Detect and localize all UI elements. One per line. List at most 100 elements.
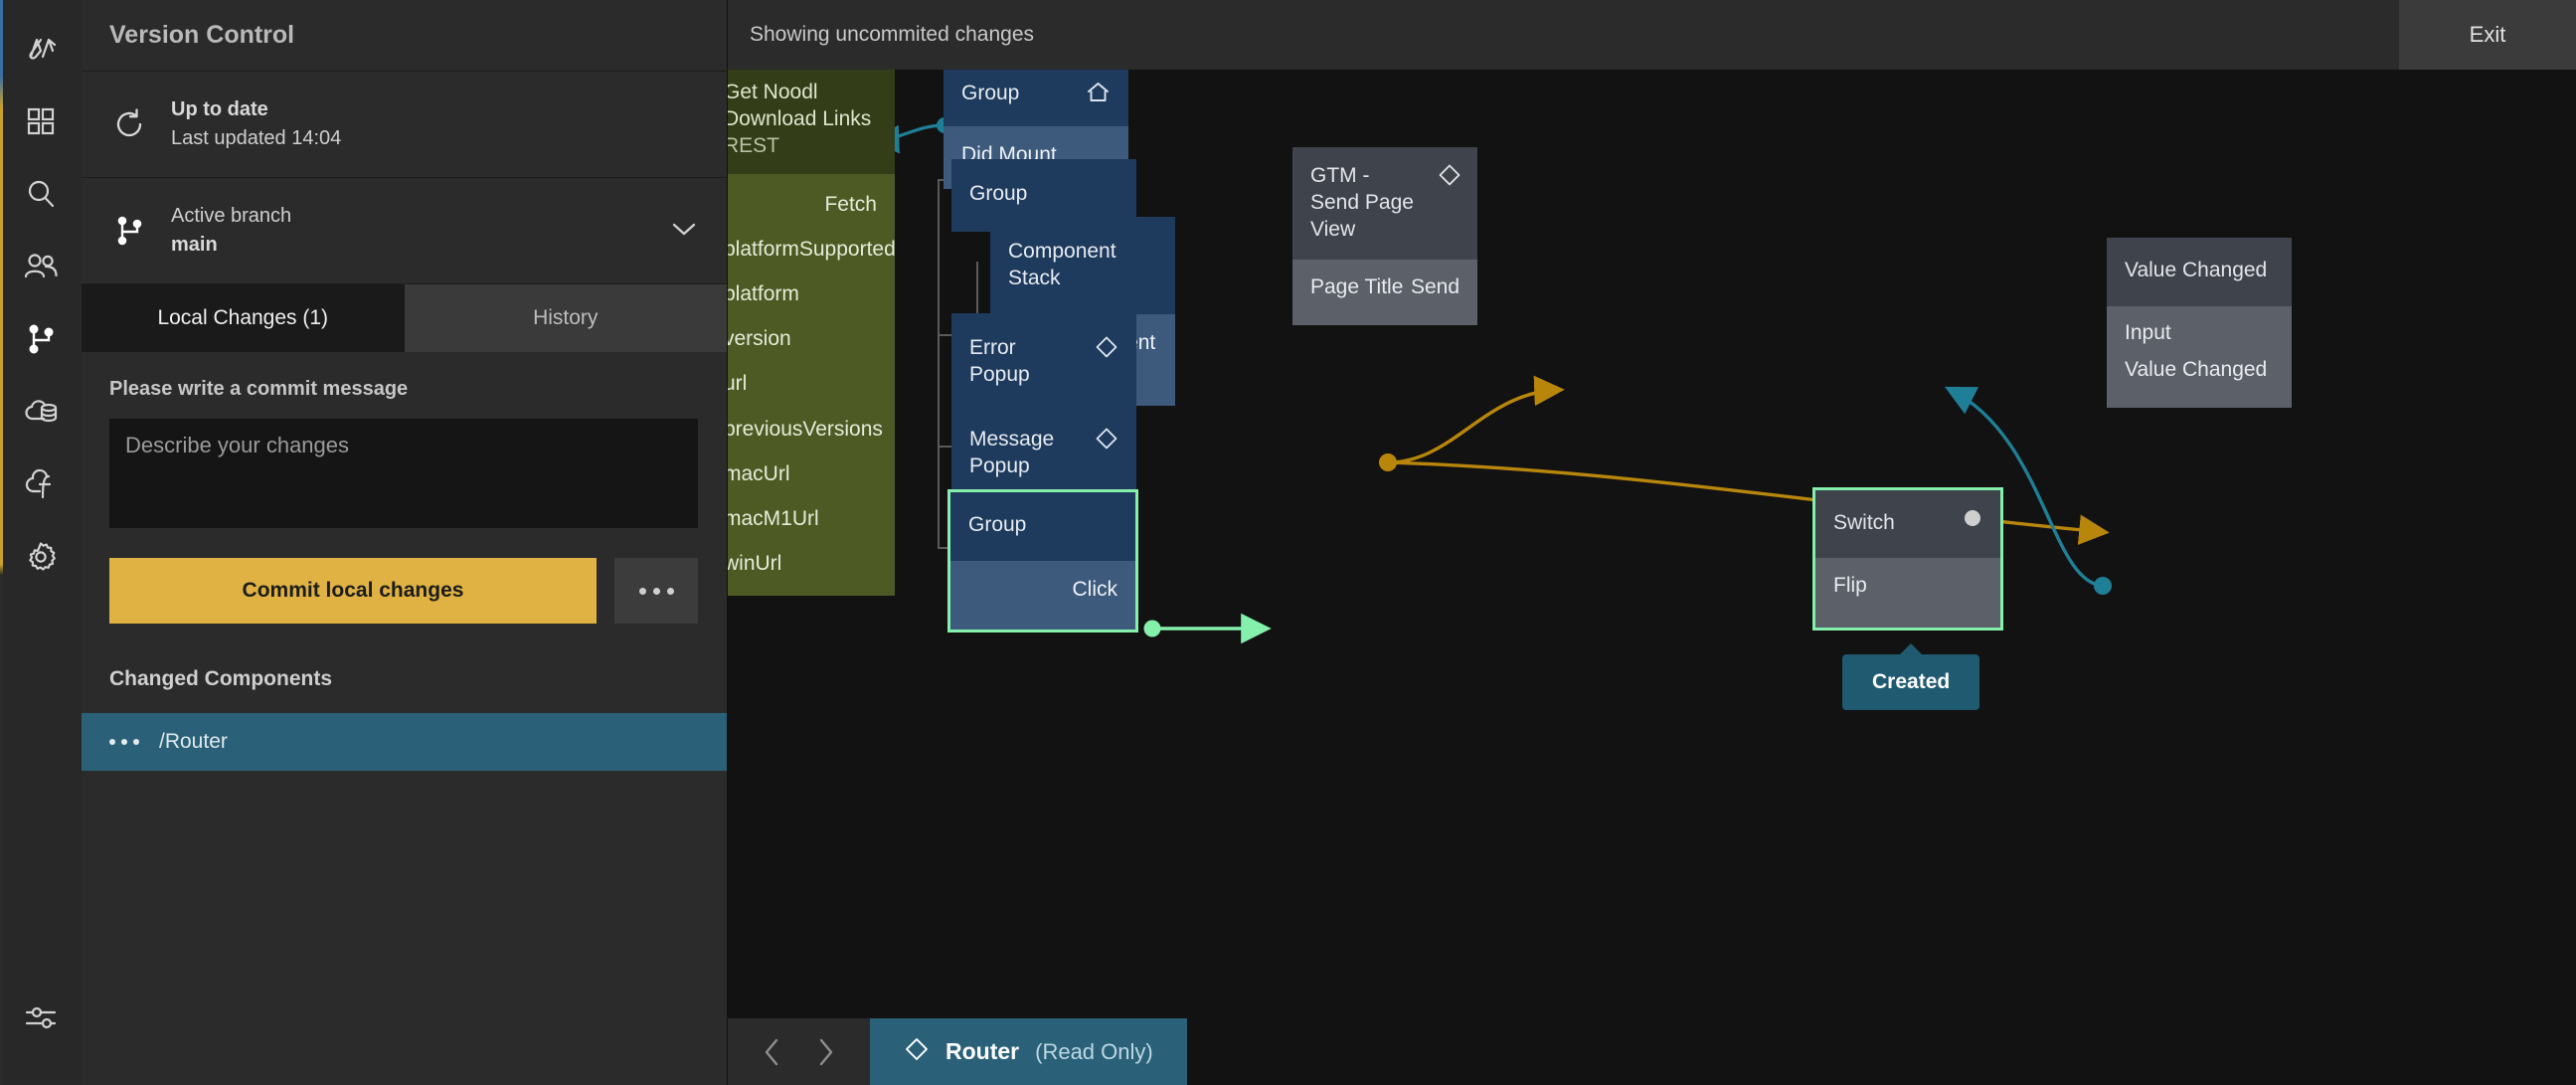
diamond-icon [1095, 427, 1118, 458]
commit-section: Please write a commit message Commit loc… [82, 352, 727, 624]
port-row-page-title-send: Page Title Send [1292, 260, 1477, 325]
port-flip[interactable]: Flip [1833, 573, 1867, 597]
active-branch-text: Active branch main [171, 202, 291, 260]
commit-more-options-button[interactable] [614, 558, 698, 624]
sync-status-text: Up to date Last updated 14:04 [171, 95, 341, 153]
components-grid-icon[interactable] [0, 85, 82, 157]
dots-icon [652, 587, 660, 595]
icon-rail [0, 0, 82, 1085]
cloud-functions-icon[interactable] [0, 448, 82, 520]
nav-back-button[interactable] [750, 1018, 795, 1085]
node-title: GTM - Send Page View [1310, 164, 1414, 241]
dots-icon[interactable] [109, 739, 139, 745]
node-title: Group [968, 513, 1027, 536]
node-title: Switch [1833, 511, 1895, 534]
node-get-noodl-download-links[interactable]: Get Noodl Download Links REST Fetch plat… [728, 70, 896, 597]
node-title: Get Noodl Download Links [728, 81, 872, 130]
node-title: Value Changed [2125, 259, 2268, 281]
gear-icon[interactable] [0, 520, 82, 593]
node-header: Error Popup [951, 313, 1136, 413]
tree-line [938, 446, 951, 448]
port-page-title[interactable]: Page Title [1310, 274, 1404, 298]
node-header: Value Changed [2107, 238, 2292, 306]
toggle-dot-icon [1963, 510, 1982, 538]
port-previousversions[interactable]: previousVersions [728, 417, 883, 441]
dots-icon [638, 587, 646, 595]
cloud-data-icon[interactable] [0, 375, 82, 448]
changed-component-row-router[interactable]: /Router [82, 713, 727, 771]
sync-status-row[interactable]: Up to date Last updated 14:04 [82, 72, 727, 178]
node-title: Message Popup [969, 428, 1055, 477]
node-title: Component Stack [1008, 240, 1116, 289]
node-message-popup[interactable]: Message Popup [951, 405, 1136, 504]
panel-title-bar: Version Control [82, 0, 727, 72]
node-header: GTM - Send Page View [1292, 147, 1477, 260]
commit-message-label: Please write a commit message [109, 378, 409, 400]
nav-forward-button[interactable] [802, 1018, 848, 1085]
node-header: Get Noodl Download Links REST [728, 70, 895, 174]
port-macm1url[interactable]: macM1Url [728, 506, 819, 530]
node-subtitle: REST [728, 133, 780, 157]
port-winurl[interactable]: winUrl [728, 552, 782, 576]
node-graph-canvas[interactable]: Get Noodl Download Links REST Fetch plat… [728, 70, 2576, 1085]
commit-actions: Commit local changes [109, 558, 699, 624]
top-bar: Showing uncommited changes Exit [728, 0, 2576, 70]
status-badge-created: Created [1842, 643, 1980, 710]
node-gtm-send-page-view[interactable]: GTM - Send Page View Page Title Send [1292, 147, 1477, 325]
version-control-branch-icon[interactable] [0, 302, 82, 375]
port-value-changed-out[interactable]: Value Changed [2125, 358, 2268, 382]
sync-status-label: Up to date [171, 98, 268, 120]
tab-history[interactable]: History [404, 284, 727, 352]
search-icon[interactable] [0, 157, 82, 230]
chevron-down-icon[interactable] [669, 219, 699, 244]
node-header: Switch [1815, 490, 2000, 558]
breadcrumb-readonly-label: (Read Only) [1035, 1038, 1153, 1064]
changed-components-heading: Changed Components [109, 667, 332, 690]
nav-arrows [728, 1018, 870, 1085]
exit-button[interactable]: Exit [2399, 0, 2576, 70]
port-platform[interactable]: platform [728, 282, 799, 305]
diamond-icon [1095, 335, 1118, 367]
node-error-popup[interactable]: Error Popup [951, 313, 1136, 413]
breadcrumb-component-name: Router [945, 1038, 1020, 1064]
panel-tabs: Local Changes (1) History [82, 284, 727, 352]
breadcrumb-bar: Router (Read Only) [728, 1018, 2576, 1085]
rail-top-group [0, 0, 82, 593]
node-ports: Click [950, 560, 1135, 631]
active-branch-row[interactable]: Active branch main [82, 178, 727, 284]
uncommitted-changes-status: Showing uncommited changes [750, 23, 1035, 46]
users-icon[interactable] [0, 230, 82, 302]
node-switch[interactable]: Switch Flip [1812, 486, 2003, 632]
active-branch-name: main [171, 234, 218, 256]
node-title: Group [961, 82, 1020, 104]
node-header: Component Stack [990, 217, 1175, 314]
noodl-logo-icon[interactable] [0, 12, 82, 85]
diamond-icon [1438, 163, 1461, 195]
port-input[interactable]: Input [2125, 320, 2171, 344]
port-click[interactable]: Click [1072, 577, 1118, 601]
port-platformsupported[interactable]: platformSupported [728, 237, 896, 261]
node-title: Error Popup [969, 336, 1030, 386]
breadcrumb-router[interactable]: Router (Read Only) [870, 1018, 1187, 1085]
node-ports: Flip [1815, 557, 2000, 629]
port-version[interactable]: version [728, 327, 791, 351]
node-title: Group [969, 182, 1028, 205]
port-send[interactable]: Send [1410, 274, 1460, 298]
changed-component-label: /Router [159, 730, 228, 753]
port-fetch[interactable]: Fetch [824, 192, 877, 216]
sliders-icon[interactable] [0, 981, 82, 1053]
node-ports: Page Title Send [1292, 259, 1477, 325]
tree-line [938, 179, 940, 549]
node-value-changed[interactable]: Value Changed Input Value Changed [2107, 238, 2292, 409]
commit-message-input[interactable] [109, 419, 698, 528]
tab-local-changes[interactable]: Local Changes (1) [82, 284, 405, 352]
port-url[interactable]: url [728, 372, 748, 396]
port-macurl[interactable]: macUrl [728, 461, 790, 485]
branch-icon [109, 214, 149, 248]
node-header: Group [944, 70, 1128, 126]
active-branch-label: Active branch [171, 205, 292, 227]
node-group-click[interactable]: Group Click [947, 488, 1138, 633]
home-icon [1086, 81, 1111, 112]
commit-local-changes-button[interactable]: Commit local changes [109, 558, 597, 624]
sync-last-updated: Last updated 14:04 [171, 127, 342, 149]
